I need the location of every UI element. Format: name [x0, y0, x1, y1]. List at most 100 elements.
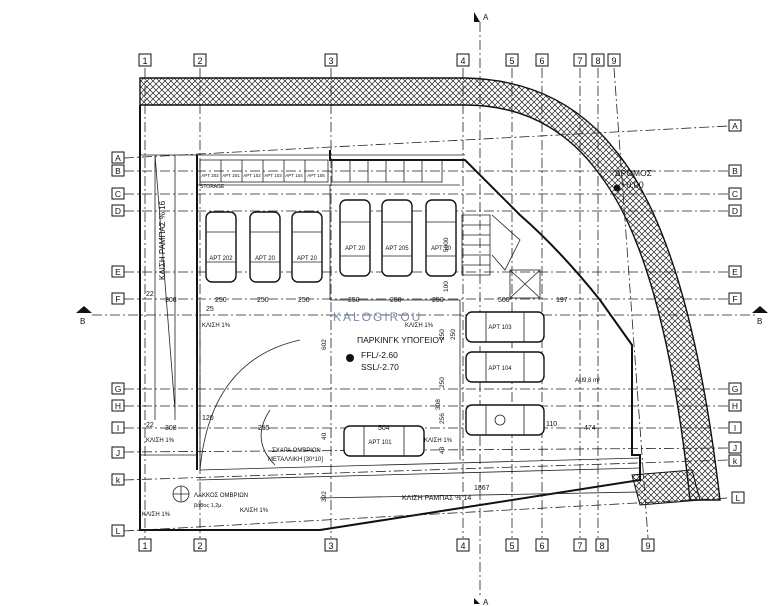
row-l-left: L	[116, 526, 121, 536]
storage-unit-6: APT 105	[307, 173, 325, 178]
dim-22a: 22	[146, 291, 154, 298]
col-5-bottom: 5	[509, 541, 514, 551]
row-a-right: A	[732, 121, 738, 131]
row-k-left: k	[116, 475, 121, 485]
col-8-bottom: 8	[599, 541, 604, 551]
col-2-bottom: 2	[197, 541, 202, 551]
svg-text:A: A	[483, 13, 489, 22]
storage-unit-3: APT 102	[243, 173, 261, 178]
grid-columns	[144, 22, 649, 598]
tank-label: ΛΑΚΚΟΣ ΟΜΒΡΙΩΝ	[194, 493, 248, 499]
grate-label: ΣΧΑΡΑ ΟΜΒΡΙΩΝ	[272, 448, 321, 454]
col-1-bottom: 1	[142, 541, 147, 551]
row-b-left: B	[115, 166, 121, 176]
dim-250-v2: 250	[439, 377, 446, 388]
row-i-left: I	[117, 423, 119, 433]
dim-256: 256	[439, 413, 446, 424]
section-marker-b-right: B	[752, 306, 768, 326]
elevator	[509, 269, 541, 299]
storage-label: STORAGE	[200, 184, 225, 190]
hatched-wall-top	[139, 77, 721, 501]
parking-bottom: APT 101	[343, 425, 425, 457]
row-g-left: G	[115, 384, 122, 394]
row-g-right: G	[732, 384, 739, 394]
dim-308a: 308	[165, 297, 177, 304]
dim-22b: 22	[146, 422, 154, 429]
col-1-top: 1	[142, 56, 147, 66]
col-9-bottom: 9	[645, 541, 650, 551]
row-f-right: F	[732, 294, 737, 304]
dim-250c: 250	[298, 297, 310, 304]
row-f-left: F	[115, 294, 120, 304]
level-marker	[346, 184, 621, 362]
row-j-right: J	[733, 443, 737, 453]
row-l-right: L	[736, 493, 741, 503]
dim-392: 392	[321, 491, 328, 502]
dim-308-v: 308	[435, 399, 442, 410]
car-label-b: APT 101	[368, 440, 392, 446]
dim-250f: 250	[432, 297, 444, 304]
parking-top-row	[205, 199, 457, 283]
svg-text:A: A	[483, 598, 489, 606]
row-d-left: D	[115, 206, 121, 216]
dim-5000: 5000	[443, 237, 450, 252]
row-d-right: D	[732, 206, 738, 216]
col-6-top: 6	[539, 56, 544, 66]
slope-label-1: ΚΛΙΣΗ 1%	[202, 323, 231, 329]
row-e-left: E	[115, 267, 121, 277]
slope-label-2: ΚΛΙΣΗ 1%	[405, 323, 434, 329]
ramp-left	[154, 154, 176, 420]
dim-250b: 250	[257, 297, 269, 304]
rain-tank	[172, 485, 190, 503]
dim-250d: 250	[348, 297, 360, 304]
ramp-left-label: ΚΛΙΣΗ ΡΑΜΠΑΣ % 16	[158, 200, 167, 280]
dim-602: 602	[321, 339, 328, 350]
car-label-2: APT 20	[255, 256, 276, 262]
col-2-top: 2	[197, 56, 202, 66]
car-4	[339, 199, 371, 277]
hatched-wall-right-lower	[631, 469, 701, 506]
ffl-level: FFL/-2.60	[361, 350, 398, 360]
watermark-logo: KALOGIROU	[333, 310, 422, 324]
storage-unit-2: APT 201	[222, 173, 240, 178]
car-label-r1: APT 103	[488, 325, 512, 331]
dim-474: 474	[584, 425, 596, 432]
car-label-4: APT 20	[345, 246, 366, 252]
parking-right-column	[465, 311, 545, 436]
section-marker-a-top: A	[474, 12, 489, 22]
dim-250a: 250	[215, 297, 227, 304]
car-1	[205, 211, 237, 283]
dim-250-v1: 250	[439, 329, 446, 340]
storage-unit-4: APT 103	[264, 173, 282, 178]
turning-arc	[199, 339, 301, 471]
wheelchair-icon	[494, 414, 506, 426]
dim-120: 120	[202, 415, 214, 422]
storage-unit-5: APT 104	[285, 173, 303, 178]
row-b-right: B	[732, 166, 738, 176]
car-label-3: APT 20	[297, 256, 318, 262]
dim-40: 40	[321, 432, 328, 440]
col-9-top: 9	[611, 56, 616, 66]
car-label-1: APT 202	[209, 256, 233, 262]
dim-100: 100	[443, 281, 450, 292]
ramp-bottom-label: ΚΛΙΣΗ ΡΑΜΠΑΣ % 14	[402, 495, 471, 502]
row-a-left: A	[115, 153, 121, 163]
dim-250-v3: 250	[450, 329, 457, 340]
car-label-r2: APT 104	[488, 366, 512, 372]
row-c-left: C	[115, 189, 121, 199]
grate-label-2: ΜΕΤΑΛΛΙΚΗ [30*10]	[268, 457, 323, 463]
dim-255: 255	[258, 425, 270, 432]
col-7-bottom: 7	[577, 541, 582, 551]
row-tags	[111, 119, 745, 537]
col-5-top: 5	[509, 56, 514, 66]
row-c-right: C	[732, 189, 738, 199]
dim-48: 48	[439, 446, 446, 454]
row-i-right: I	[734, 423, 736, 433]
dim-308b: 308	[165, 425, 177, 432]
row-h-right: H	[732, 401, 738, 411]
dim-504: 504	[378, 425, 390, 432]
car-label-6: APT 10	[431, 246, 452, 252]
car-label-5: APT 205	[385, 246, 409, 252]
row-k-right: k	[733, 456, 738, 466]
slope-label-5: ΚΛΙΣΗ 1%	[240, 508, 269, 514]
